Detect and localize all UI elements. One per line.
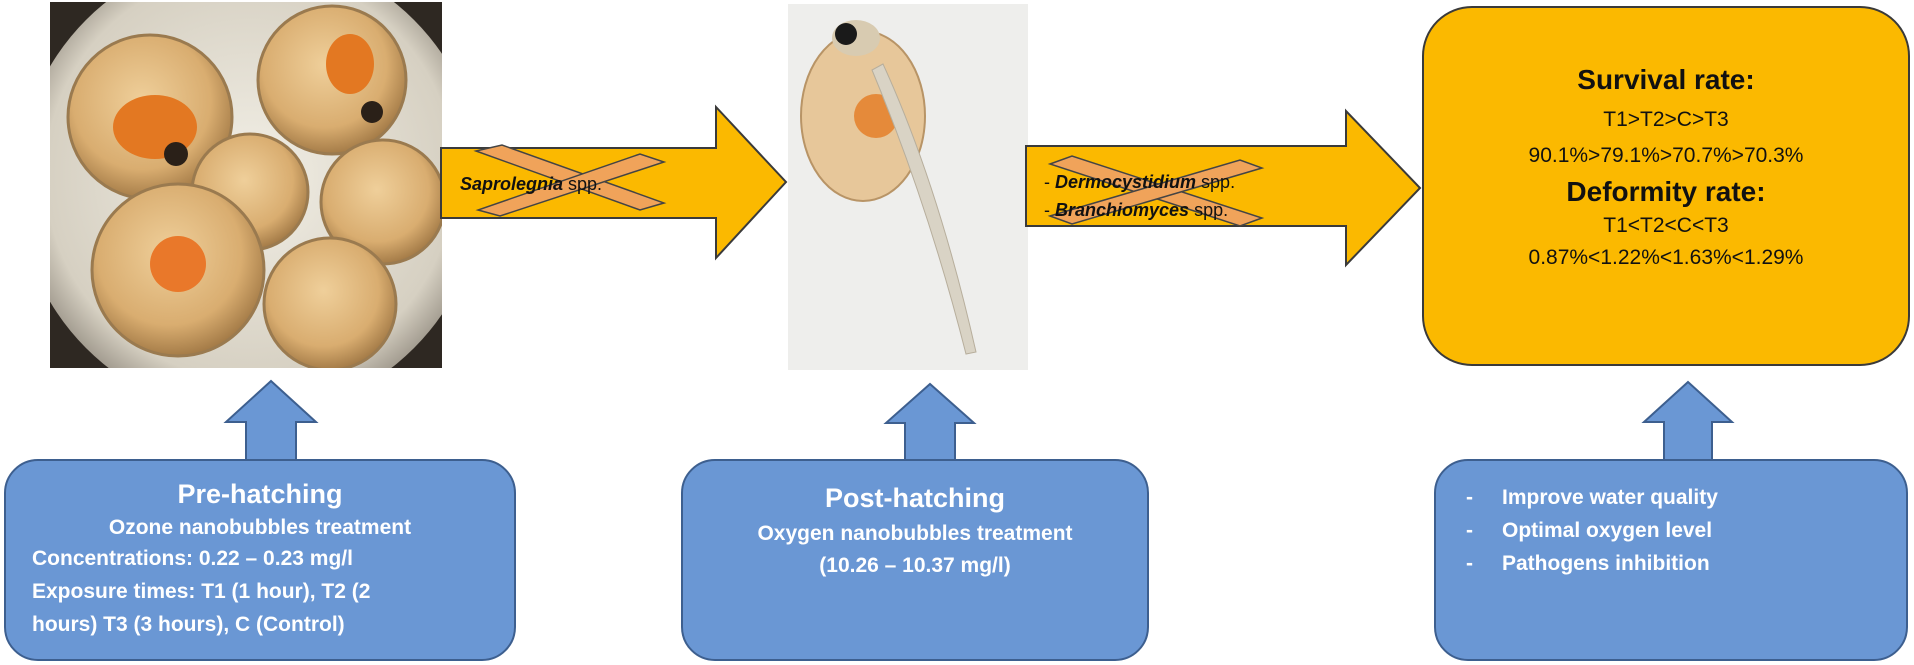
strike-cross-2: [1047, 155, 1265, 227]
yellow-arrow-1: [440, 104, 788, 261]
pre-hatching-box: Pre-hatching Ozone nanobubbles treatment…: [4, 459, 516, 661]
benefit-item: -Pathogens inhibition: [1466, 552, 1710, 575]
yellow-arrow-2: [1025, 108, 1422, 268]
post-hatching-subtitle: Oxygen nanobubbles treatment: [757, 522, 1073, 545]
post-hatching-title: Post-hatching: [825, 483, 1005, 513]
pathogen-name: Branchiomyces: [1055, 200, 1190, 220]
up-arrow-2: [883, 382, 977, 461]
arrow1-label: Saprolegnia spp.: [460, 174, 602, 195]
pre-hatching-subtitle: Ozone nanobubbles treatment: [108, 516, 412, 539]
survival-order: T1>T2>C>T3: [1603, 108, 1729, 131]
exposure-text-2: hours) T3 (3 hours), C (Control): [32, 613, 345, 636]
results-box: Survival rate: T1>T2>C>T3 90.1%>79.1%>70…: [1422, 6, 1910, 366]
exposure-text-1: Exposure times: T1 (1 hour), T2 (2: [32, 580, 371, 603]
deformity-values: 0.87%<1.22%<1.63%<1.29%: [1528, 246, 1804, 269]
pathogen-line-2: - Branchiomyces spp.: [1044, 200, 1229, 220]
pathogen-name: Saprolegnia: [460, 174, 564, 194]
up-arrow-3: [1641, 380, 1735, 461]
benefit-item: -Optimal oxygen level: [1466, 519, 1713, 542]
benefits-list: -Improve water quality -Optimal oxygen l…: [1466, 481, 1906, 580]
pathogen-name: Dermocystidium: [1055, 172, 1197, 192]
concentrations-text: Concentrations: 0.22 – 0.23 mg/l: [32, 547, 353, 570]
pathogen-line-1: - Dermocystidium spp.: [1044, 172, 1236, 192]
survival-values: 90.1%>79.1%>70.7%>70.3%: [1528, 144, 1804, 167]
post-hatching-range: (10.26 – 10.37 mg/l): [819, 554, 1011, 577]
deformity-order: T1<T2<C<T3: [1603, 214, 1729, 237]
survival-heading: Survival rate:: [1577, 64, 1755, 95]
benefit-item: -Improve water quality: [1466, 486, 1718, 509]
strike-cross-1: [473, 144, 667, 217]
arrow2-label: - Dermocystidium spp. - Branchiomyces sp…: [1044, 168, 1235, 224]
pathogen-suffix: spp.: [563, 174, 603, 194]
post-hatching-box: Post-hatching Oxygen nanobubbles treatme…: [681, 459, 1149, 661]
pre-hatching-title: Pre-hatching: [177, 479, 343, 509]
benefits-box: -Improve water quality -Optimal oxygen l…: [1434, 459, 1908, 661]
up-arrow-1: [223, 379, 319, 461]
fish-eggs-photo: [50, 2, 442, 368]
larva-photo: [788, 4, 1028, 370]
deformity-heading: Deformity rate:: [1566, 176, 1766, 207]
